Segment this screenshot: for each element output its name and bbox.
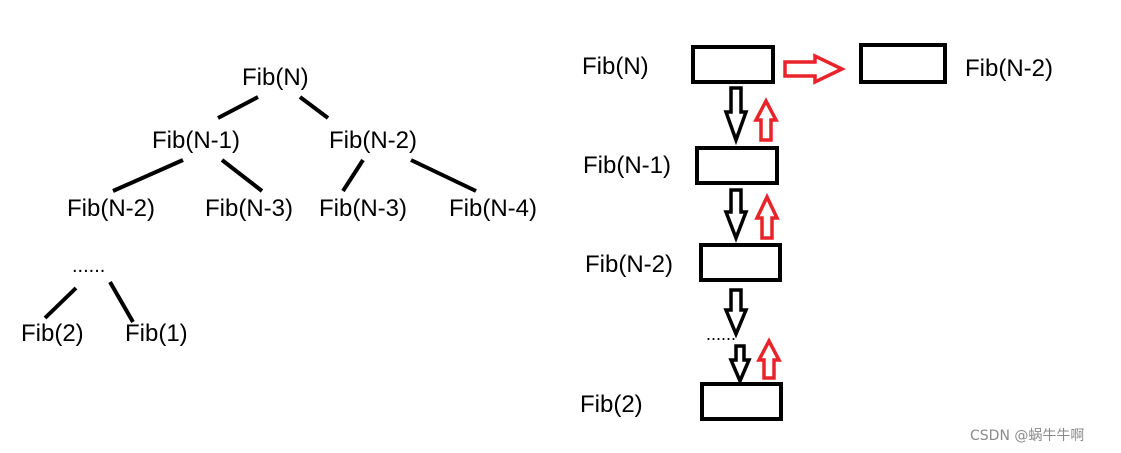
- tree-edge: [298, 95, 330, 120]
- watermark-text: CSDN @蜗牛牛啊: [970, 428, 1084, 444]
- tree-node-level2: Fib(N-4): [449, 195, 537, 222]
- call-down-arrow: [728, 344, 752, 386]
- side-frame-box: [859, 43, 947, 84]
- stack-frame-box: [699, 243, 782, 282]
- return-up-arrow: [754, 192, 780, 240]
- call-down-arrow: [723, 188, 749, 243]
- call-down-arrow: [723, 86, 749, 146]
- stack-frame-box: [700, 382, 783, 421]
- tree-edge: [108, 281, 135, 323]
- tree-edge: [410, 158, 477, 193]
- tree-edge: [43, 286, 78, 320]
- stack-frame-label: Fib(N-2): [585, 251, 673, 278]
- stack-frame-box: [695, 146, 779, 185]
- tree-edge: [217, 95, 259, 120]
- return-right-arrow: [783, 53, 847, 85]
- call-down-arrow: [723, 288, 749, 339]
- tree-node-level1: Fib(N-2): [329, 127, 417, 154]
- tree-edge: [341, 158, 365, 193]
- recursion-tree: Fib(N) Fib(N-1) Fib(N-2) Fib(N-2) Fib(N-…: [21, 64, 537, 347]
- stack-frame-label: Fib(N-1): [583, 152, 671, 179]
- tree-leaf: Fib(1): [125, 320, 188, 347]
- return-up-arrow: [756, 337, 782, 380]
- call-stack: Fib(N) Fib(N-1) Fib(N-2) Fib(2) Fib(N-2)…: [580, 43, 1053, 421]
- stack-frame-label: Fib(N): [582, 53, 649, 80]
- tree-edge: [112, 158, 184, 193]
- tree-edge: [220, 158, 264, 193]
- side-frame-label: Fib(N-2): [965, 55, 1053, 82]
- stack-ellipsis: ......: [706, 324, 736, 344]
- tree-edges: [43, 95, 477, 323]
- return-up-arrow: [753, 97, 779, 142]
- tree-ellipsis: ......: [72, 255, 105, 277]
- tree-leaf: Fib(2): [21, 320, 84, 347]
- tree-node-level2: Fib(N-3): [319, 195, 407, 222]
- tree-node-root: Fib(N): [242, 64, 309, 91]
- stack-frame-label: Fib(2): [580, 391, 643, 418]
- tree-node-level2: Fib(N-3): [205, 195, 293, 222]
- tree-node-level1: Fib(N-1): [152, 127, 240, 154]
- stack-frame-box: [691, 45, 775, 84]
- tree-node-level2: Fib(N-2): [67, 195, 155, 222]
